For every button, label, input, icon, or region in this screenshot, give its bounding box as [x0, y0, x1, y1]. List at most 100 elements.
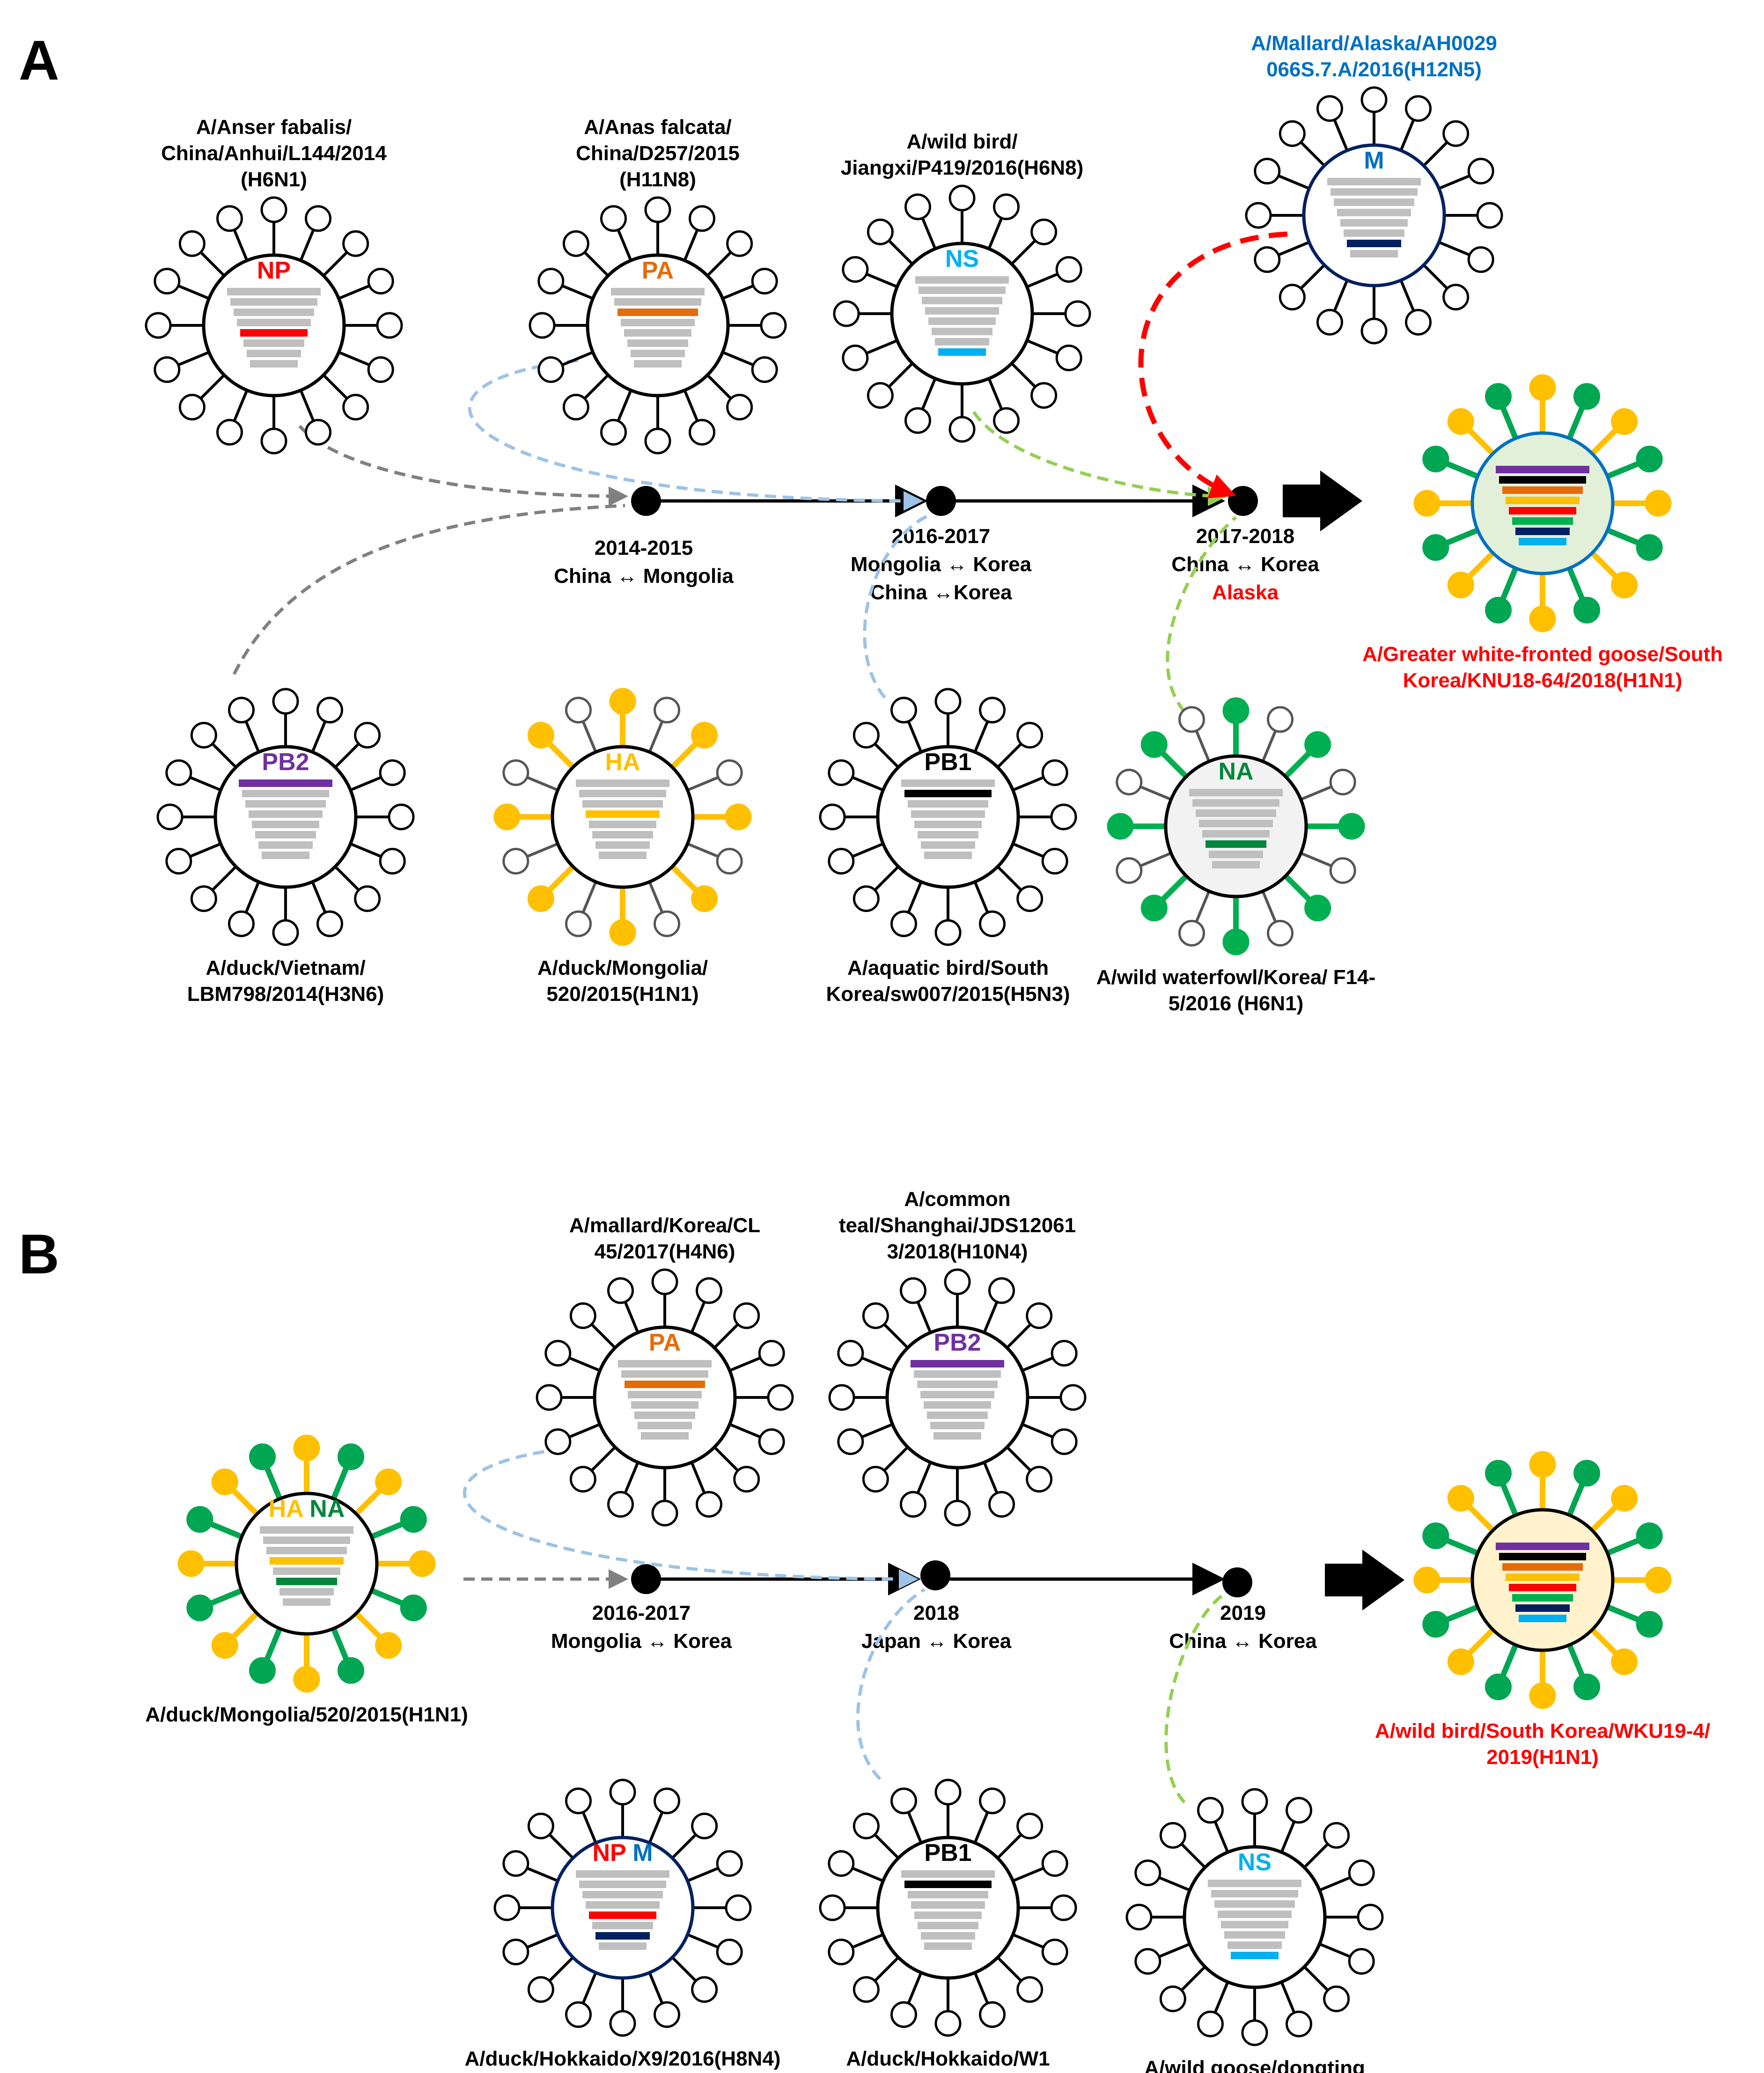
virion-a-ns: NSA/wild bird/Jiangxi/P419/2016(H6N8) — [833, 130, 1091, 443]
spike-head — [1267, 919, 1294, 947]
segment-bar-pb2 — [611, 288, 705, 295]
segment-bar-na — [1224, 1931, 1285, 1939]
spike-head — [1050, 803, 1077, 831]
strain-label-line: A/duck/Vietnam/ — [206, 956, 366, 979]
spike-stalk — [1303, 1965, 1330, 1993]
spike-stalk — [1499, 567, 1519, 602]
segment-bar-pb1 — [1499, 1553, 1586, 1560]
spike-head — [716, 1850, 743, 1877]
spike-head — [691, 1812, 718, 1839]
spike-stalk — [713, 1446, 741, 1473]
virion-b-hana: HA NAA/duck/Mongolia/520/2015(H1N1) — [145, 1434, 468, 1726]
segment-bar-pb1 — [242, 790, 329, 797]
segment-bar-pb1 — [614, 298, 701, 306]
segment-label: NP — [257, 257, 291, 284]
spike-head — [400, 1506, 427, 1533]
spike-stalk — [1566, 1481, 1586, 1516]
spike-stalk — [1399, 279, 1416, 314]
spike-head — [758, 1339, 785, 1367]
spike-stalk — [864, 272, 898, 288]
spike-head — [654, 2001, 681, 2028]
spike-head — [1030, 218, 1058, 245]
segment-bar-pb2 — [901, 779, 995, 787]
strain-label-line: (H6N1) — [241, 168, 307, 191]
spike-head — [853, 1812, 880, 1839]
segment-bar-ns — [283, 1598, 331, 1606]
spike-head — [1178, 919, 1205, 947]
spike-head — [1016, 1812, 1044, 1839]
spike-head — [767, 1384, 794, 1411]
spike-head — [527, 1976, 554, 2003]
period-b-3: 2019 China ↔ Korea — [1169, 1602, 1317, 1653]
spike-head — [651, 1268, 678, 1295]
spike-stalk — [973, 1972, 990, 2006]
spike-stalk — [1319, 1942, 1353, 1959]
spike-stalk — [1444, 1604, 1479, 1623]
spike-stalk — [1399, 117, 1416, 151]
segment-bar-na — [1512, 1594, 1573, 1602]
segment-bar-m — [247, 350, 301, 357]
strain-label-line: Korea/KNU18-64/2018(H1N1) — [1403, 669, 1683, 692]
spike-head — [367, 267, 394, 294]
spike-stalk — [1422, 264, 1450, 291]
spike-head — [837, 1339, 864, 1367]
arrow-a-np — [298, 425, 628, 506]
spike-head — [354, 885, 381, 912]
segment-bar-pb1 — [914, 1370, 1001, 1378]
strain-label-line: A/Mallard/Alaska/AH0029 — [1251, 32, 1497, 55]
spike-stalk — [687, 842, 721, 859]
strain-label-line: A/duck/Mongolia/520/2015(H1N1) — [145, 1703, 468, 1726]
spike-head — [354, 721, 381, 749]
segment-bar-ns — [924, 852, 972, 859]
spike-head — [1159, 1822, 1186, 1849]
segment-bar-np — [1509, 507, 1576, 515]
spike-stalk — [706, 250, 734, 277]
arrow-a-pa — [468, 359, 923, 511]
spike-head — [1286, 2010, 1313, 2037]
spike-head — [562, 230, 589, 257]
spike-stalk — [1138, 852, 1172, 868]
spike-stalk — [1466, 1627, 1495, 1657]
strain-label-line: A/common — [904, 1188, 1010, 1211]
spike-stalk — [176, 351, 210, 367]
spike-head — [1611, 408, 1638, 435]
spike-stalk — [370, 1588, 405, 1607]
spike-stalk — [524, 1866, 559, 1882]
spike-stalk — [582, 250, 610, 277]
spike-stalk — [996, 741, 1024, 769]
segment-bar-pb1 — [904, 1881, 992, 1888]
spike-stalk — [729, 1423, 763, 1439]
spike-head — [1485, 383, 1512, 410]
spike-head — [165, 759, 192, 786]
spike-head — [988, 1491, 1015, 1518]
segment-bar-pb2 — [239, 779, 332, 787]
spike-stalk — [886, 362, 914, 390]
spike-stalk — [187, 775, 221, 792]
strain-label-line: China/Anhui/L144/2014 — [161, 142, 387, 165]
spike-stalk — [670, 740, 699, 770]
strain-label-line: 066S.7.A/2016(H12N5) — [1266, 58, 1482, 81]
period-a-3-route-1: China ↔ Korea — [1171, 553, 1319, 576]
spike-head — [272, 919, 299, 946]
period-a-3: 2017-2018 China ↔ Korea Alaska — [1171, 525, 1319, 604]
segment-bar-m — [921, 841, 975, 849]
segment-label: NA — [1218, 758, 1253, 785]
spike-stalk — [687, 775, 721, 792]
period-a-1-years: 2014-2015 — [595, 537, 693, 559]
spike-head — [1064, 300, 1091, 327]
spike-stalk — [1444, 527, 1479, 546]
segment-label: PB1 — [924, 1839, 971, 1867]
spike-head — [899, 1277, 926, 1304]
spike-head — [867, 382, 894, 409]
spike-head — [1279, 120, 1306, 147]
spike-stalk — [1499, 1644, 1519, 1679]
spike-stalk — [338, 351, 372, 367]
spike-head — [544, 1428, 572, 1456]
spike-head — [691, 885, 718, 912]
spike-head — [565, 2001, 592, 2028]
virion-a-pa: PAA/Anas falcata/China/D257/2015(H11N8) — [529, 116, 787, 455]
spike-head — [944, 1500, 971, 1527]
segment-bar-pb2 — [1496, 1543, 1589, 1550]
spike-stalk — [687, 1866, 721, 1882]
